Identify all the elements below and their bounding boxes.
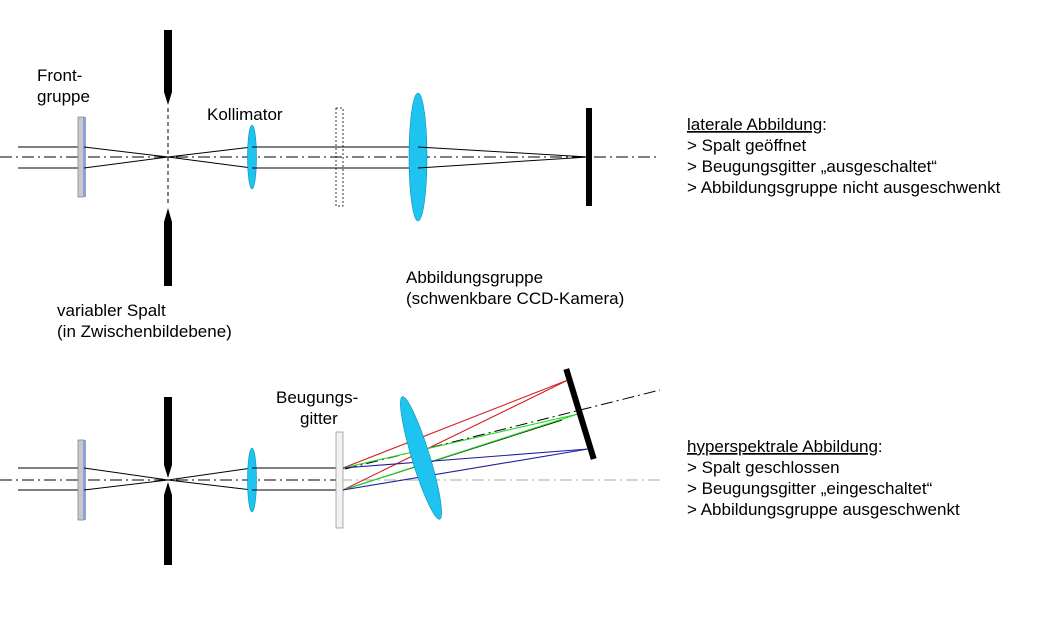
hyperspectral-item-2: > Beugungsgitter „eingeschaltet“ [687,479,933,498]
blue-ray-1 [342,448,589,469]
slit-blade-upper-bottom [164,397,172,478]
slit-label-line2: (in Zwischenbildebene) [57,322,232,341]
component-labels: Front- gruppe Kollimator Abbildungsgrupp… [37,66,624,428]
collimator-lens-bottom [247,447,257,513]
hyperspectral-description: hyperspektrale Abbildung: > Spalt geschl… [687,437,960,519]
ray-to-sensor-top-1 [417,146,589,158]
lateral-item-2: > Beugungsgitter „ausgeschaltet“ [687,157,937,176]
ray-to-collimator-bottom-2 [167,479,253,491]
hyperspectral-heading-text: hyperspektrale Abbildung [687,437,878,456]
red-ray-1 [342,379,569,469]
grating-label-line2: gitter [300,409,338,428]
hyperspectral-heading: hyperspektrale Abbildung: [687,437,883,456]
dispersed-rays [342,379,589,491]
ray-to-collimator-bottom-1 [167,467,253,481]
imaging-group-label-line1: Abbildungsgruppe [406,268,543,287]
ray-to-collimator-top-2 [167,156,253,169]
collimator-lens-top [247,124,257,190]
ray-to-focus-bottom-1 [83,467,169,481]
slit-blade-upper-top [164,30,172,105]
front-group-label-line2: gruppe [37,87,90,106]
imaging-group-label-line2: (schwenkbare CCD-Kamera) [406,289,624,308]
ray-to-focus-bottom-2 [83,479,169,491]
lateral-heading-text: laterale Abbildung [687,115,822,134]
red-ray-2 [342,379,569,491]
ccd-sensor-tilted [563,368,597,460]
ray-to-sensor-top-2 [417,156,589,169]
blue-ray-2 [342,448,589,491]
hyperspectral-item-3: > Abbildungsgruppe ausgeschwenkt [687,500,960,519]
green-ray-1 [342,413,579,469]
imaging-lens-tilted [400,396,442,520]
grating-label-line1: Beugungs- [276,388,358,407]
imaging-lens-top [408,92,428,222]
hyperspectral-heading-colon: : [878,437,883,456]
hyperspectral-setup [0,368,661,565]
slit-blade-lower-bottom [164,482,172,565]
green-ray-2 [342,413,579,491]
front-group-label-line1: Front- [37,66,82,85]
ccd-sensor-top [586,108,592,206]
ray-to-collimator-top-1 [167,146,253,158]
front-group-filter-top [83,117,86,197]
lateral-setup [0,30,660,286]
collimator-label: Kollimator [207,105,283,124]
slit-blade-lower-top [164,208,172,286]
lateral-item-3: > Abbildungsgruppe nicht ausgeschwenkt [687,178,1001,197]
lateral-item-1: > Spalt geöffnet [687,136,807,155]
ray-to-focus-top-2 [83,156,169,169]
hyperspectral-item-1: > Spalt geschlossen [687,458,840,477]
diffraction-grating [335,431,344,529]
lateral-heading: laterale Abbildung: [687,115,827,134]
ray-to-focus-top-1 [83,146,169,158]
slit-label-line1: variabler Spalt [57,301,166,320]
lateral-description: laterale Abbildung: > Spalt geöffnet > B… [687,115,1001,197]
front-group-filter-bottom [83,440,86,520]
grating-switched-off [335,107,344,207]
lateral-heading-colon: : [822,115,827,134]
